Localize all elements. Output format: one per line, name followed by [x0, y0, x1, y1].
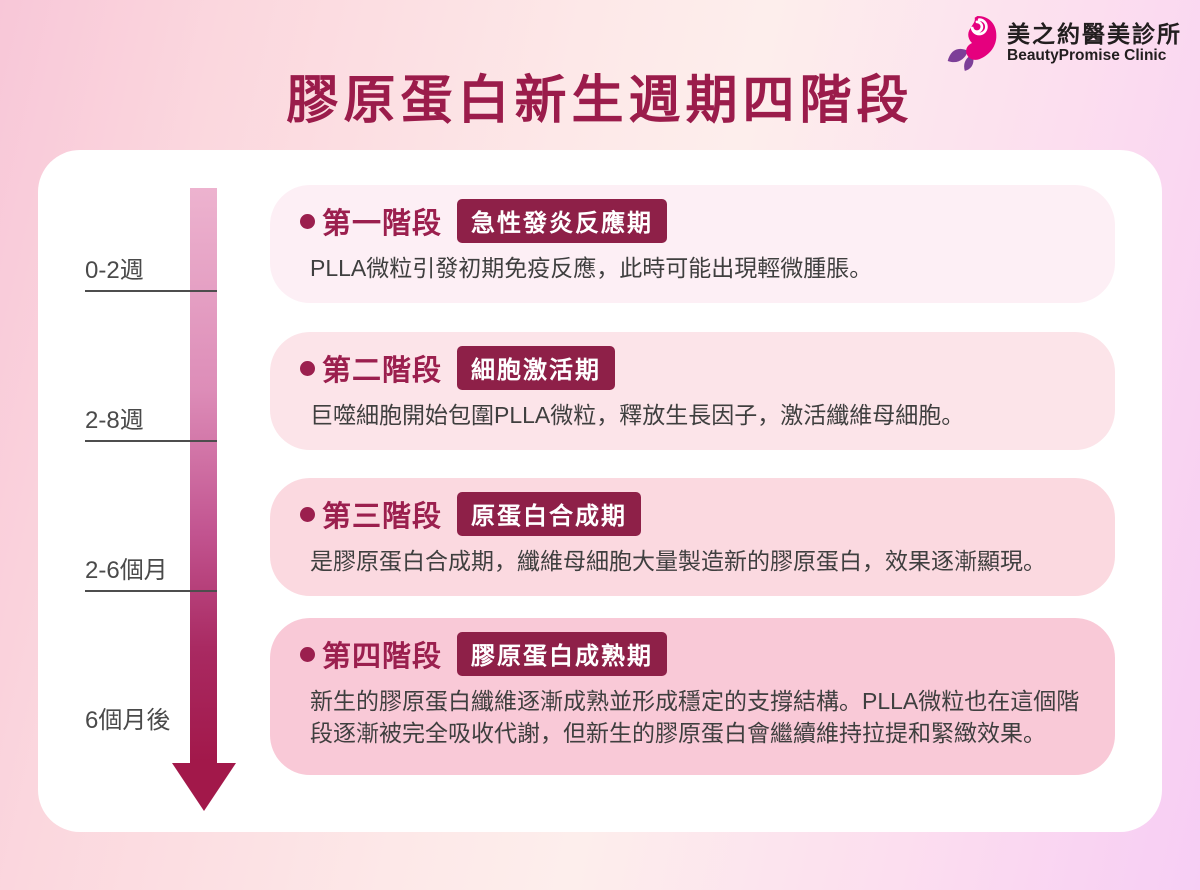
timeline-label-text: 2-6個月	[85, 557, 168, 584]
stage-title: 第一階段	[322, 208, 443, 240]
bullet-icon	[300, 506, 315, 522]
content-card: 0-2週 2-8週 2-6個月 6個月後 第一階段 急性發炎反應期 PLLA微粒…	[38, 150, 1162, 832]
clinic-name-zh: 美之約醫美診所	[1007, 20, 1182, 47]
stage-badge: 膠原蛋白成熟期	[457, 632, 668, 676]
stage-badge: 細胞激活期	[457, 346, 616, 390]
timeline-label-2-8-weeks: 2-8週	[85, 400, 217, 442]
stage-card-2: 第二階段 細胞激活期 巨噬細胞開始包圍PLLA微粒，釋放生長因子，激活纖維母細胞…	[270, 332, 1115, 450]
stage-description: 是膠原蛋白合成期，纖維母細胞大量製造新的膠原蛋白，效果逐漸顯現。	[310, 548, 1046, 574]
stage-title: 第三階段	[322, 501, 443, 533]
stage-header: 第二階段 細胞激活期	[300, 346, 1095, 390]
bullet-icon	[300, 360, 315, 376]
stage-description: 新生的膠原蛋白纖維逐漸成熟並形成穩定的支撐結構。PLLA微粒也在這個階段逐漸被完…	[310, 688, 1080, 746]
stage-title: 第二階段	[322, 355, 443, 387]
timeline-label-0-2-weeks: 0-2週	[85, 250, 217, 292]
stage-header: 第一階段 急性發炎反應期	[300, 199, 1095, 243]
timeline-label-text: 2-8週	[85, 407, 144, 434]
timeline-arrow-bar	[190, 188, 217, 763]
stage-title: 第四階段	[322, 641, 443, 673]
timeline-tick	[85, 590, 217, 592]
timeline-tick	[85, 440, 217, 442]
rose-face-icon	[947, 16, 997, 71]
page-title: 膠原蛋白新生週期四階段	[286, 70, 914, 131]
timeline-label-after-6-months: 6個月後	[85, 700, 217, 740]
stage-description: PLLA微粒引發初期免疫反應，此時可能出現輕微腫脹。	[310, 255, 873, 281]
stage-badge: 急性發炎反應期	[457, 199, 668, 243]
bullet-icon	[300, 213, 315, 229]
stage-description: 巨噬細胞開始包圍PLLA微粒，釋放生長因子，激活纖維母細胞。	[310, 402, 965, 428]
timeline-arrowhead-icon	[172, 763, 236, 811]
bullet-icon	[300, 646, 315, 662]
stage-card-4: 第四階段 膠原蛋白成熟期 新生的膠原蛋白纖維逐漸成熟並形成穩定的支撐結構。PLL…	[270, 618, 1115, 775]
timeline-label-text: 6個月後	[85, 707, 171, 734]
clinic-name-en: BeautyPromise Clinic	[1007, 47, 1167, 65]
stage-badge: 原蛋白合成期	[457, 492, 642, 536]
stage-card-1: 第一階段 急性發炎反應期 PLLA微粒引發初期免疫反應，此時可能出現輕微腫脹。	[270, 185, 1115, 303]
timeline-label-2-6-months: 2-6個月	[85, 550, 217, 592]
clinic-logo: 美之約醫美診所 BeautyPromise Clinic	[945, 14, 1182, 72]
stage-header: 第三階段 原蛋白合成期	[300, 492, 1095, 536]
timeline-label-text: 0-2週	[85, 257, 144, 284]
timeline-tick	[85, 290, 217, 292]
stage-header: 第四階段 膠原蛋白成熟期	[300, 632, 1095, 676]
stage-card-3: 第三階段 原蛋白合成期 是膠原蛋白合成期，纖維母細胞大量製造新的膠原蛋白，效果逐…	[270, 478, 1115, 596]
